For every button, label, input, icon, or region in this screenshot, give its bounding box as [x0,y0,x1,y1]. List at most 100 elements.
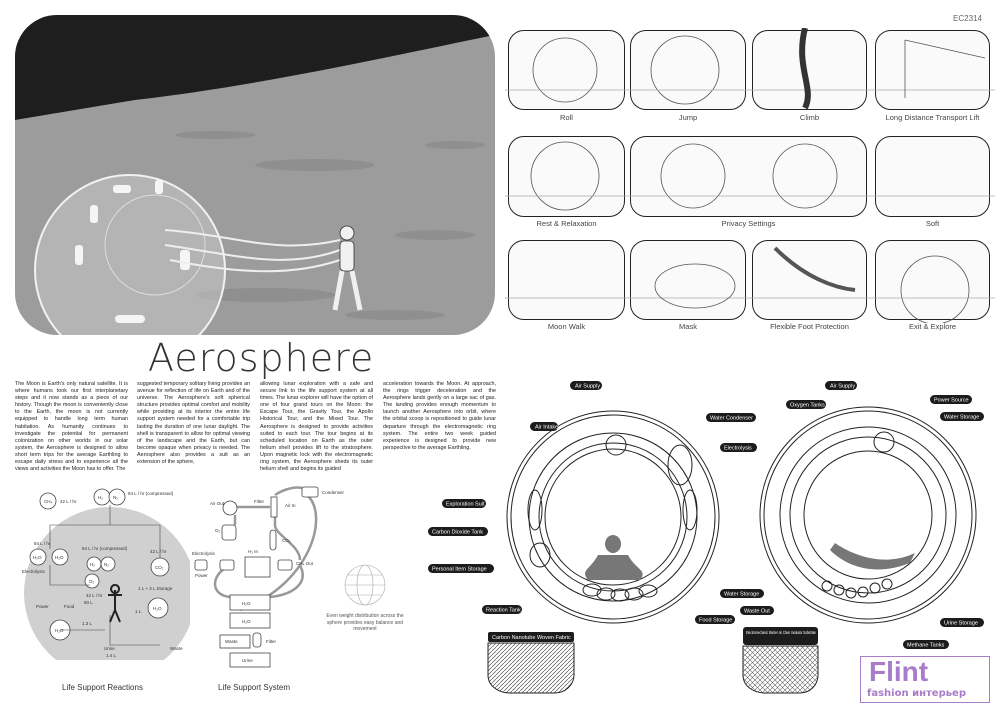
diagram-label: N₂ [113,495,118,500]
body-text-col-2: suggested temporary solitary living prov… [137,381,250,466]
label-transport-lift: Long Distance Transport Lift [885,113,980,122]
diagram-label: Filter [254,499,265,504]
diagram-label: 1 L [135,609,142,614]
diagram-label: 60 L [84,600,93,605]
globe-note: Even weight distribution across the sphe… [326,613,404,632]
reclining-figure [830,543,915,570]
diagram-label: Waste [170,646,183,651]
diagram-label: 84 L / hr (compressed) [128,491,174,496]
aerosphere-section-diagrams: Air Supply Air Intake Exploration Suit C… [428,381,984,694]
page-title: Aerosphere [148,336,375,380]
diagram-label: Waste Out [744,609,770,615]
human-figure-icon [108,584,122,623]
diagram-label: CH₄ [44,499,52,504]
diagram-label: Air Intake [535,425,558,431]
watermark-tagline: fashion интерьер [867,688,966,699]
diagram-label: O₂ [215,528,221,533]
diagram-label: Urine [104,646,115,651]
diagram-label: 42 L / hr [86,593,103,598]
panel-jump [630,30,746,110]
diagram-label: Urine Storage [944,621,978,627]
diagram-label: H₂O [153,606,162,611]
label-roll: Roll [560,113,573,122]
labels-section-1: Air Supply Air Intake Exploration Suit C… [428,381,756,642]
meditating-figure [585,535,643,580]
diagram-label: 42 L / hr [150,549,167,554]
diagram-label: Electrolysis [192,551,216,556]
diagram-label: Power Source [934,398,969,404]
diagram-label: Carbon Dioxide Tank [432,530,483,536]
diagram-label: Water Storage [944,415,979,421]
body-text-col-4: acceleration towards the Moon. At approa… [383,381,496,451]
diagram-label: H₂ [98,495,103,500]
diagram-label: Filter [266,639,277,644]
panel-rest [508,136,625,217]
diagram-label: H₂O [55,628,64,633]
diagram-label: Water Condenser [710,416,753,422]
label-rest: Rest & Relaxation [536,219,597,228]
diagram-label: Methane Tanks [907,643,944,649]
diagram-label: Exploration Suit [446,502,485,508]
diagram-label: Water Storage [724,592,759,598]
diagram-label: Air In [285,503,296,508]
fabric-swatch [487,642,575,694]
diagram-label: Electrolysis [724,446,752,452]
poster-code: EC2314 [953,14,982,23]
diagram-label: Waste [225,639,238,644]
body-text-col-1: The Moon is Earth's only natural satelli… [15,381,128,473]
diagram-label: H₂O [242,619,251,624]
label-mask: Mask [679,322,697,331]
diagram-label: 1.3 L [82,621,93,626]
diagram-label: O₂ [89,579,95,584]
body-text-col-3: allowing lunar exploration with a safe a… [260,381,373,473]
caption-life-support-system: Life Support System [218,683,291,692]
life-support-reactions-diagram: CH₄ 42 L / hr H₂ N₂ 84 L / hr (compressed)… [22,488,190,660]
labels-section-2: Air Supply Oxygen Tanks Electrolysis Pow… [720,381,984,649]
panel-privacy [630,136,867,217]
diagram-label: Electrolysis [22,569,46,574]
diagram-label: CO₂ [282,538,291,543]
diagram-label: Urine [242,658,253,663]
diagram-label: Food [64,604,75,609]
barrier-swatch [742,645,819,694]
diagram-label: Reaction Tank [486,608,521,614]
diagram-label: Air Supply [575,384,600,390]
storyboard-sketches [505,28,995,323]
label-privacy: Privacy Settings [721,219,776,228]
diagram-label: H₂O [242,601,251,606]
diagram-label: Power [195,573,208,578]
diagram-label: CO₂ [155,565,164,570]
label-jump: Jump [678,113,698,122]
watermark-brand: Flint [869,656,929,687]
diagram-label: Food Storage [699,618,732,624]
diagram-label: H₂O [33,555,42,560]
panel-roll [508,30,625,110]
watermark-logo: Flint fashion интерьер [860,656,990,703]
diagram-label: 84 L / hr [34,541,51,546]
diagram-label: Air Out [210,501,225,506]
label-exit-explore: Exit & Explore [908,322,957,331]
diagram-label: Oxygen Tanks [790,403,825,409]
label-moon-walk: Moon Walk [547,322,586,331]
moon-landscape-illustration [15,15,495,335]
diagram-label: Power [36,604,49,609]
diagram-label: H₂ In [248,549,258,554]
diagram-label: Personal Item Storage [432,567,487,573]
diagram-label: Air Supply [830,384,855,390]
diagram-label: 1 L + 3 L Storage [138,586,173,591]
diagram-label: CH₄ Out [296,561,314,566]
panel-moon-walk [508,240,625,320]
label-climb: Climb [799,113,820,122]
globe-icon [344,564,386,606]
diagram-label: Electromechanic Barrier on Clear Insulat… [746,630,816,636]
panel-transport-lift [875,30,990,110]
label-foot-protection: Flexible Foot Protection [770,322,849,331]
diagram-label: H₂ [90,562,95,567]
hero-moon-image [15,15,495,335]
panel-foot-protection [752,240,867,320]
diagram-label: 84 L / hr (compressed) [82,546,128,551]
diagram-label: 42 L / hr [60,499,77,504]
diagram-label: Carbon Nanotube Woven Fabric [492,635,571,641]
diagram-label: 1.4 L [106,653,117,658]
